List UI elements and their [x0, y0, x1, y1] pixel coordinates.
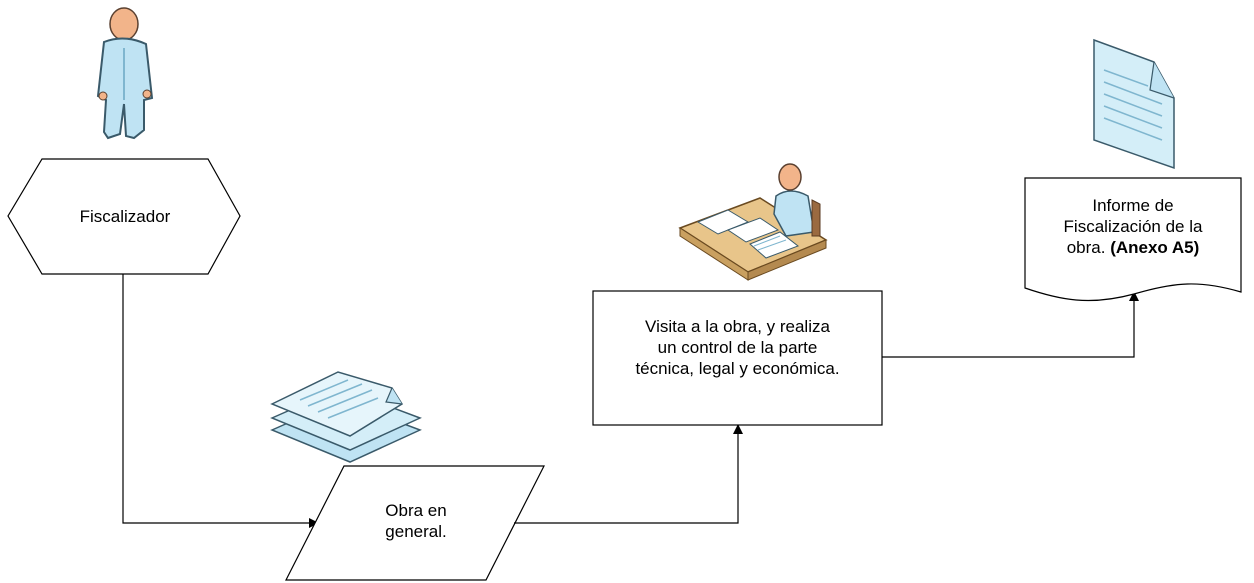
obra-label: Obra en general.	[336, 500, 496, 542]
document-stack-icon	[270, 371, 422, 463]
informe-label: Informe de Fiscalización de la obra. (An…	[1025, 195, 1241, 258]
informe-label-line2: Fiscalización de la	[1063, 217, 1203, 236]
informe-node	[1024, 177, 1242, 302]
visita-label-line1: Visita a la obra, y realiza	[645, 317, 830, 336]
informe-label-line3: obra. (Anexo A5)	[1025, 237, 1241, 258]
visita-label-line3: técnica, legal y económica.	[635, 359, 840, 378]
obra-label-line1: Obra en	[385, 501, 447, 520]
document-icon	[1093, 38, 1175, 170]
obra-label-line2: general.	[385, 522, 447, 541]
person-at-desk-icon	[678, 163, 828, 281]
person-standing-icon	[96, 7, 154, 140]
fiscalizador-label: Fiscalizador	[79, 207, 171, 226]
fiscalizador-node	[7, 158, 241, 275]
visita-label: Visita a la obra, y realiza un control d…	[593, 316, 882, 379]
informe-label-annex: (Anexo A5)	[1110, 238, 1200, 257]
connector-visita-to-informe	[882, 291, 1139, 358]
informe-label-line1: Informe de	[1092, 196, 1174, 215]
visita-node	[592, 290, 883, 426]
obra-node	[285, 465, 545, 581]
connector-obra-to-visita	[514, 424, 743, 524]
informe-label-line3-prefix: obra.	[1066, 238, 1111, 257]
visita-label-line2: un control de la parte	[657, 338, 818, 357]
connector-fiscalizador-to-obra	[122, 274, 319, 528]
